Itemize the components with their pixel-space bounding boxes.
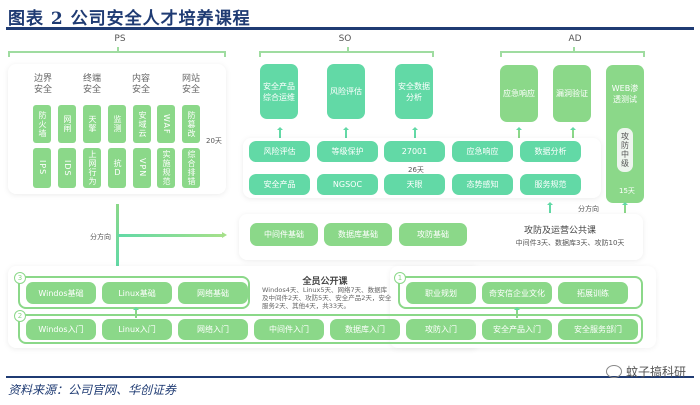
title-divider: [6, 27, 694, 30]
direction-vertical-line: [116, 204, 119, 266]
so-tile: 安全产品综合运维: [260, 64, 298, 119]
public-course-pill: 数据库基础: [324, 223, 392, 246]
group-label-ps: PS: [114, 34, 126, 44]
so-course-pill: 安全产品: [249, 174, 310, 195]
ps-course-box: 防火墙: [33, 105, 51, 143]
level2-pill: 攻防入门: [406, 319, 476, 340]
bracket-ad: [500, 47, 645, 57]
all-staff-desc: Windos4天、Linux5天、网络7天、数据库及中间件2天、攻防5天、安全产…: [262, 286, 392, 310]
ad-tile: 应急响应: [500, 65, 538, 122]
ps-course-box: 天擎: [83, 105, 101, 143]
level3-pill: Linux基础: [102, 282, 172, 304]
ps-category: 终端安全: [82, 74, 101, 95]
so-course-pill: 数据分析: [520, 141, 581, 162]
public-course-pill: 攻防基础: [399, 223, 467, 246]
so-course-pill: 服务规范: [520, 174, 581, 195]
watermark-text: 蚊子搞科研: [625, 365, 686, 379]
figure-title: 图表 2 公司安全人才培养课程: [8, 9, 251, 29]
ps-course-box: VPN: [133, 148, 151, 188]
so-tile: 安全数据分析: [395, 64, 433, 119]
level2-pill: 中间件入门: [254, 319, 324, 340]
level3-pill: 网络基础: [178, 282, 248, 304]
level1-pill: 奇安信企业文化: [482, 282, 552, 304]
ps-course-box: 上网行为: [83, 148, 101, 188]
so-tile: 风险评估: [327, 64, 365, 119]
watermark: 蚊子搞科研: [605, 363, 686, 380]
ad-tile-label: WEB渗透测试: [611, 84, 639, 104]
arrow-up-icon: [412, 127, 418, 138]
ps-course-box: 防篡改: [182, 105, 200, 143]
group-label-ad: AD: [568, 34, 582, 44]
public-course-title: 攻防及运营公共课: [523, 226, 596, 236]
so-course-pill: NGSOC: [317, 174, 378, 195]
level1-pill: 职业规划: [406, 282, 476, 304]
footer-divider: [6, 376, 694, 378]
bracket-so: [259, 47, 434, 57]
level2-pill: 网络入门: [178, 319, 248, 340]
so-course-pill: 风险评估: [249, 141, 310, 162]
arrow-up-icon: [516, 127, 522, 138]
level2-pill: Windos入门: [26, 319, 96, 340]
source-note: 资料来源：公司官网、华创证券: [8, 383, 177, 397]
level2-pill: 安全产品入门: [482, 319, 552, 340]
ad-inner-badge: 攻防中级: [617, 128, 633, 172]
arrow-up-icon: [547, 202, 553, 213]
level2-pill: 安全服务部门: [558, 319, 638, 340]
ad-tile: 漏洞验证: [553, 65, 591, 122]
ps-course-box: 实施规范: [157, 148, 175, 188]
so-course-pill: 等级保护: [317, 141, 378, 162]
ps-category: 内容安全: [131, 74, 150, 95]
level1-pill: 拓展训练: [558, 282, 628, 304]
bracket-ps: [8, 47, 226, 57]
arrow-up-icon: [133, 307, 139, 318]
ps-course-box: 监测: [108, 105, 126, 143]
direction-label: 分方向: [90, 233, 111, 241]
level-badge-1: 1: [394, 272, 406, 284]
so-course-pill: 应急响应: [452, 141, 513, 162]
public-course-pill: 中间件基础: [250, 223, 318, 246]
so-duration: 26天: [408, 166, 424, 174]
ps-course-box: WAF: [157, 105, 175, 143]
group-label-so: SO: [338, 34, 352, 44]
wechat-icon: [605, 365, 622, 378]
direction-label: 分方向: [578, 205, 599, 213]
level2-outline: [18, 314, 643, 344]
arrow-up-icon: [514, 307, 520, 318]
ps-course-box: 安域云: [133, 105, 151, 143]
level3-pill: Windos基础: [26, 282, 96, 304]
arrow-up-icon: [622, 202, 628, 213]
level2-pill: Linux入门: [102, 319, 172, 340]
level-badge-2: 2: [14, 310, 26, 322]
ps-category: 网站安全: [181, 74, 200, 95]
arrow-up-icon: [277, 127, 283, 138]
all-staff-title: 全员公开课: [302, 277, 348, 287]
so-course-pill: 态势感知: [452, 174, 513, 195]
direction-horizontal-arrow: [118, 232, 227, 238]
ps-course-box: IDS: [58, 148, 76, 188]
ps-duration: 20天: [206, 137, 222, 145]
so-course-pill: 天眼: [384, 174, 445, 195]
so-course-pill: 27001: [384, 141, 445, 162]
ps-course-box: IPS: [33, 148, 51, 188]
level2-pill: 数据库入门: [330, 319, 400, 340]
arrow-up-icon: [343, 127, 349, 138]
ps-course-box: 网闸: [58, 105, 76, 143]
ps-course-box: 综合排错: [182, 148, 200, 188]
public-course-desc: 中间件3天、数据库3天、攻防10天: [515, 239, 625, 247]
level-badge-3: 3: [14, 272, 26, 284]
level1-outline: [398, 276, 643, 309]
ps-course-box: 抗D: [108, 148, 126, 188]
ps-category: 边界安全: [33, 74, 52, 95]
arrow-up-icon: [570, 127, 576, 138]
ad-duration: 15天: [619, 187, 635, 195]
